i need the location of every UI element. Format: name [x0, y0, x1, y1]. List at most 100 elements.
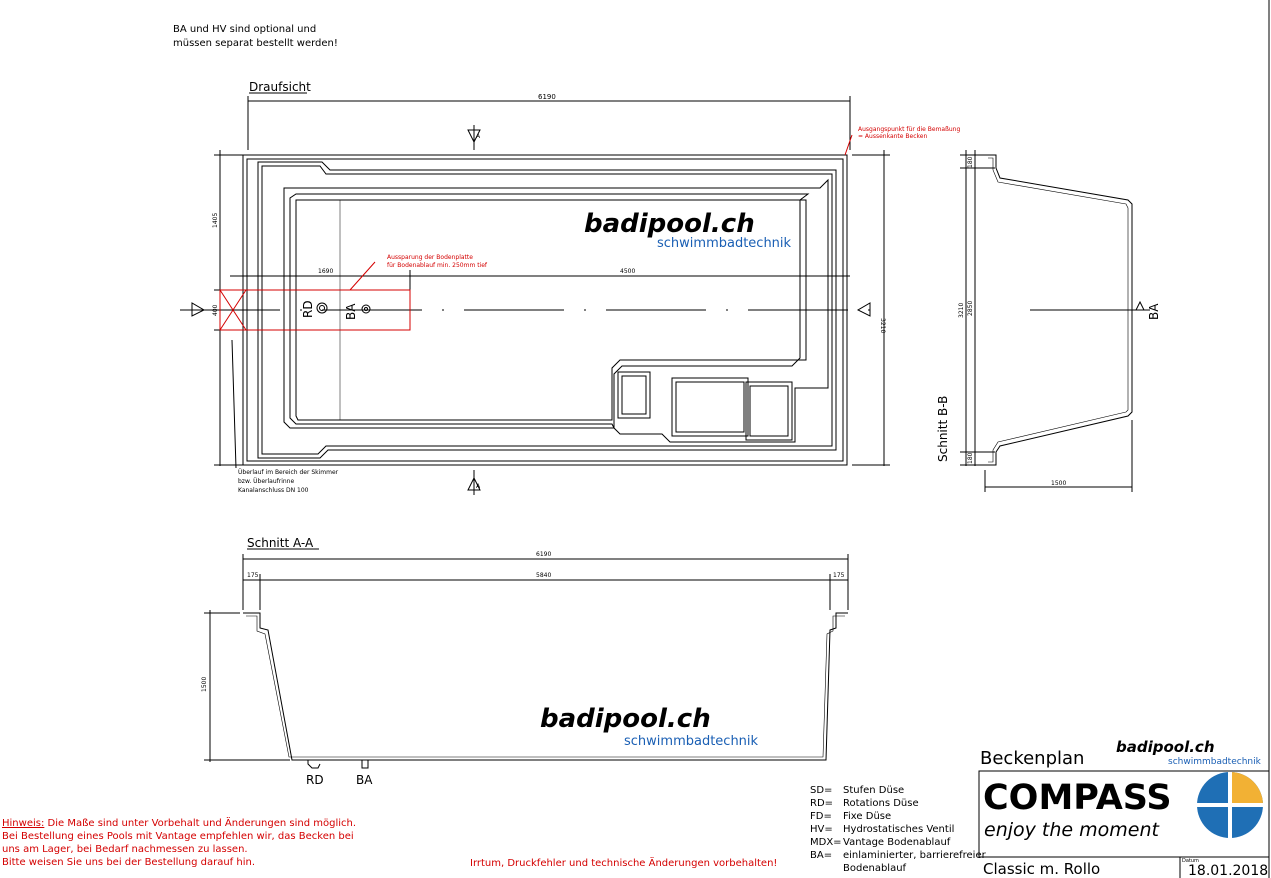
dim-180-top: 180	[967, 156, 974, 168]
legend-code-5: BA=	[810, 850, 832, 861]
brand-name-top-view: badipool.ch	[584, 209, 755, 239]
legend-text-3: Hydrostatisches Ventil	[843, 824, 954, 835]
step-2	[671, 377, 749, 437]
optional-note-line1: BA und HV sind optional und	[173, 24, 316, 35]
legend-text-0: Stufen Düse	[843, 785, 904, 796]
section-b-b-title: Schnitt B-B	[936, 396, 950, 462]
section-marker-right	[856, 302, 871, 317]
origin-note-line1: Ausgangspunkt für die Bemaßung	[858, 126, 960, 133]
pool-coping-inner	[261, 165, 833, 455]
dim-180-bottom: 180	[967, 452, 974, 464]
dim-3210-bb: 3210	[958, 303, 965, 318]
dim-1690: 1690	[318, 268, 333, 275]
section-marker-a-top: A	[476, 133, 481, 140]
section-a-a-label-ba: BA	[356, 773, 373, 787]
section-b-b	[960, 150, 1150, 492]
dim-1405: 1405	[212, 213, 219, 228]
section-a-a-rd-fitting	[307, 760, 321, 769]
ba-drain-outer	[361, 304, 371, 314]
legend-text-5: einlaminierter, barrierefreier	[843, 850, 987, 861]
overflow-note-leader	[231, 339, 237, 469]
rd-nozzle-outer	[316, 302, 328, 314]
optional-note-line2: müssen separat bestellt werden!	[173, 38, 338, 49]
hint-line3: uns am Lager, bei Bedarf nachmessen zu l…	[2, 844, 248, 855]
section-a-a-profile	[243, 612, 848, 761]
dim-5840: 5840	[536, 572, 551, 579]
section-a-a: Schnitt A-A	[204, 536, 849, 769]
product-slogan: enjoy the moment	[984, 819, 1161, 841]
legend-code-3: HV=	[810, 824, 833, 835]
legend-code-0: SD=	[810, 785, 832, 796]
legend: SD= Stufen Düse RD= Rotations Düse FD= F…	[810, 785, 987, 874]
dim-400: 400	[212, 304, 219, 316]
dim-175-right: 175	[833, 572, 845, 579]
legend-text-4: Vantage Bodenablauf	[843, 837, 951, 848]
title-block-brand-name: badipool.ch	[1116, 738, 1215, 756]
pool-floor	[295, 199, 807, 421]
recess-note-leader	[349, 261, 376, 291]
title-block-heading: Beckenplan	[980, 748, 1084, 769]
legend-code-1: RD=	[810, 798, 833, 809]
dim-1500-aa: 1500	[201, 677, 208, 692]
dim-175-left: 175	[247, 572, 259, 579]
section-b-b-label-ba: BA	[1147, 303, 1161, 320]
brand-tagline-section: schwimmbadtechnik	[624, 734, 759, 749]
legend-text-6: Bodenablauf	[843, 863, 907, 874]
section-marker-top: A	[467, 125, 481, 150]
model-name: Classic m. Rollo	[983, 860, 1100, 878]
step-3	[745, 381, 793, 441]
section-marker-left	[191, 302, 206, 317]
step-1-inner	[621, 375, 647, 415]
hint-line4: Bitte weisen Sie uns bei der Bestellung …	[2, 857, 255, 868]
dim-2850: 2850	[967, 301, 974, 316]
hint-block: Hinweis: Die Maße sind unter Vorbehalt u…	[2, 816, 356, 868]
step-3-inner	[749, 385, 789, 437]
top-view-title: Draufsicht	[249, 80, 311, 94]
product-name: COMPASS	[983, 778, 1172, 818]
dim-4500: 4500	[620, 268, 635, 275]
brand-logo-top-view: badipool.ch schwimmbadtechnik	[584, 209, 792, 251]
section-a-a-ba-fitting	[361, 760, 369, 769]
ba-drain-inner	[364, 307, 368, 311]
title-block-brand-tagline: schwimmbadtechnik	[1168, 757, 1262, 767]
hint-line1-text: Die Maße sind unter Vorbehalt und Änderu…	[44, 816, 356, 829]
plan-date: 18.01.2018	[1188, 863, 1268, 878]
drain-recess-cross-b	[219, 289, 247, 331]
overflow-note-line1: Überlauf im Bereich der Skimmer	[238, 469, 339, 476]
compass-emblem	[1197, 772, 1263, 838]
brand-logo-section: badipool.ch schwimmbadtechnik	[540, 704, 759, 749]
brand-tagline-top-view: schwimmbadtechnik	[657, 236, 792, 251]
pool-bench-contour	[283, 178, 829, 443]
pool-coping	[257, 161, 837, 459]
recess-note-line1: Aussparung der Bodenplatte	[387, 254, 473, 261]
step-2-inner	[675, 381, 745, 433]
section-marker-a-bottom: A	[476, 483, 481, 490]
section-a-a-title: Schnitt A-A	[247, 536, 314, 550]
label-rd-top-view: RD	[301, 300, 315, 318]
hint-label: Hinweis:	[2, 818, 44, 829]
hint-line1: Hinweis: Die Maße sind unter Vorbehalt u…	[2, 816, 356, 829]
date-label: Datum	[1182, 858, 1199, 864]
origin-note-leader	[844, 134, 853, 156]
origin-note-line2: = Aussenkante Becken	[858, 133, 927, 140]
dim-6190-aa: 6190	[536, 551, 551, 558]
step-1	[617, 371, 651, 419]
optional-note: BA und HV sind optional und müssen separ…	[173, 24, 338, 49]
top-view: Draufsicht 6190 A A	[180, 80, 890, 495]
recess-note-line2: für Bodenablauf min. 250mm tief	[387, 262, 488, 269]
section-a-a-inner	[246, 615, 845, 758]
brand-name-section: badipool.ch	[540, 704, 711, 734]
legend-text-2: Fixe Düse	[843, 811, 891, 822]
label-ba-top-view: BA	[344, 303, 358, 320]
section-marker-bottom: A	[467, 470, 481, 495]
dim-3210-top-view: 3210	[879, 318, 886, 333]
overflow-note-line2: bzw. Überlaufrinne	[238, 478, 294, 485]
section-b-b-ba-marker	[1135, 300, 1145, 311]
drain-recess-outline	[219, 289, 411, 331]
hint-line2: Bei Bestellung eines Pools mit Vantage e…	[2, 831, 354, 842]
disclaimer: Irrtum, Druckfehler und technische Änder…	[470, 856, 777, 869]
rd-nozzle-inner	[319, 305, 325, 311]
legend-code-2: FD=	[810, 811, 832, 822]
dim-1500-bb: 1500	[1051, 480, 1066, 487]
